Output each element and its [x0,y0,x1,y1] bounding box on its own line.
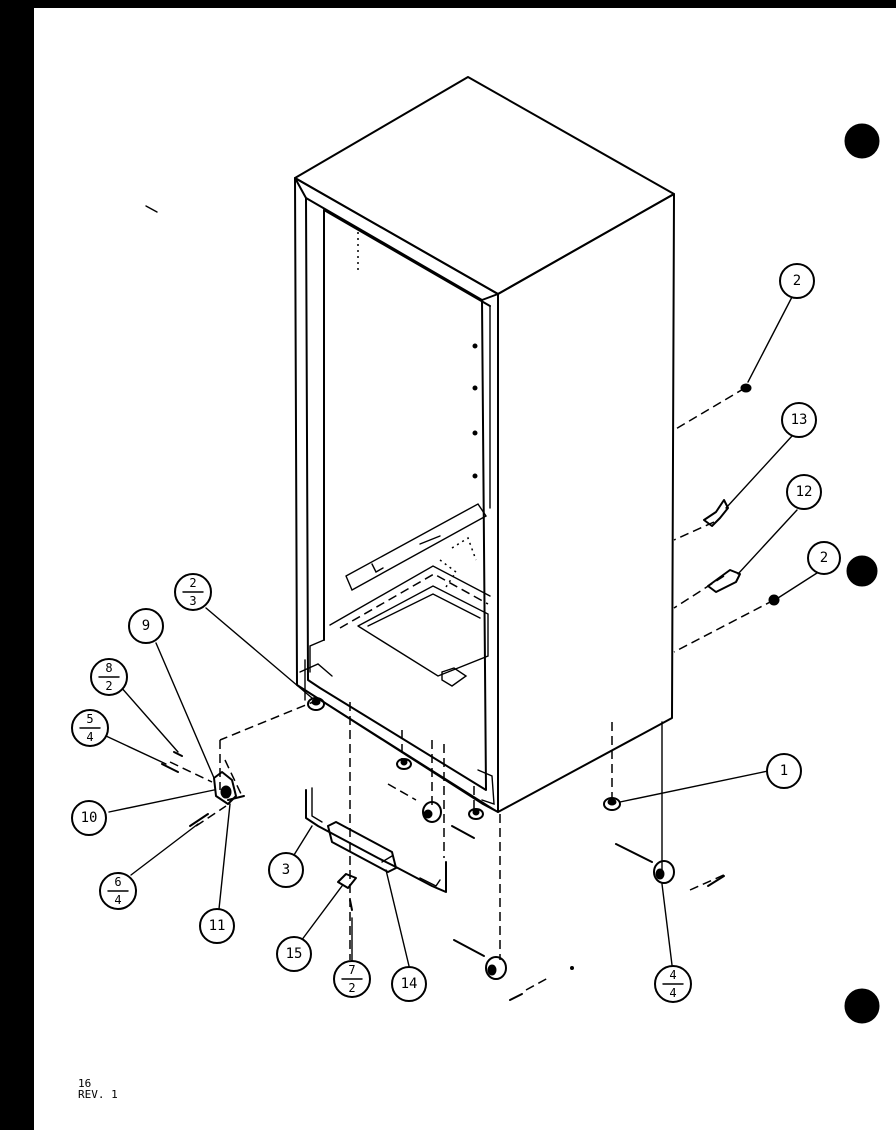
callout-13: 13 [781,402,817,438]
screw-icon [189,813,209,827]
svg-text:4: 4 [669,986,676,1000]
callout-9: 9 [128,608,164,644]
punch-hole-top [844,123,880,159]
roller-icon [422,801,442,823]
svg-text:2: 2 [105,679,112,693]
callout-2-mid: 2 [807,541,841,575]
svg-text:12: 12 [796,484,813,500]
punch-hole-middle [846,555,878,587]
nut-icon [740,383,752,393]
svg-text:2: 2 [348,981,355,995]
hinge-icon [213,771,237,805]
screw-icon [173,751,183,757]
clip-icon [337,873,357,889]
svg-text:15: 15 [286,946,303,962]
svg-text:2: 2 [820,550,828,566]
svg-text:4: 4 [86,730,93,744]
callout-8-over-2: 8 2 [90,658,128,696]
svg-text:4: 4 [114,893,121,907]
svg-text:3: 3 [189,594,196,608]
callout-5-over-4: 5 4 [71,709,109,747]
stray-dot [570,966,574,970]
drain-tube-icon [305,789,447,893]
callout-2-over-3: 2 3 [174,573,212,611]
svg-text:5: 5 [86,712,93,726]
refrigerator-cabinet [294,76,675,813]
pin-icon [707,569,741,593]
svg-text:13: 13 [791,412,808,428]
svg-text:1: 1 [780,763,788,779]
callout-3: 3 [268,852,304,888]
callout-6-over-4: 6 4 [99,872,137,910]
svg-text:6: 6 [114,875,121,889]
leveler-foot-icon [307,697,325,711]
callout-10: 10 [71,800,107,836]
punch-hole-bottom [844,988,880,1024]
page-number: 16 [78,1077,92,1090]
nut-icon [768,594,780,606]
callout-7-over-2: 7 2 [333,960,371,998]
leveler-foot-icon [603,797,621,811]
stray-mark [145,205,158,213]
svg-text:2: 2 [793,273,801,289]
roller-icon [653,860,675,884]
svg-text:9: 9 [142,618,150,634]
explode-lines [169,387,775,991]
leader-lines [105,296,818,967]
hardware-parts [161,383,780,1001]
callout-14: 14 [391,966,427,1002]
screw-icon [161,763,179,773]
page-footer: 16 REV. 1 [78,1078,118,1100]
diagram-sheet [34,8,896,1130]
svg-text:11: 11 [209,918,226,934]
revision-label: REV. 1 [78,1088,118,1101]
svg-text:14: 14 [401,976,418,992]
callout-4-over-4: 4 4 [654,965,692,1003]
svg-text:2: 2 [189,576,196,590]
svg-text:8: 8 [105,661,112,675]
svg-text:3: 3 [282,862,290,878]
callouts: 2 13 12 2 1 4 4 14 [71,263,841,1003]
callout-11: 11 [199,908,235,944]
callout-12: 12 [786,474,822,510]
roller-icon [485,956,507,980]
callout-2-top: 2 [779,263,815,299]
callout-15: 15 [276,936,312,972]
svg-text:4: 4 [669,968,676,982]
callout-1: 1 [766,753,802,789]
svg-text:7: 7 [348,963,355,977]
bracket-icon [703,499,729,527]
svg-text:10: 10 [81,810,98,826]
